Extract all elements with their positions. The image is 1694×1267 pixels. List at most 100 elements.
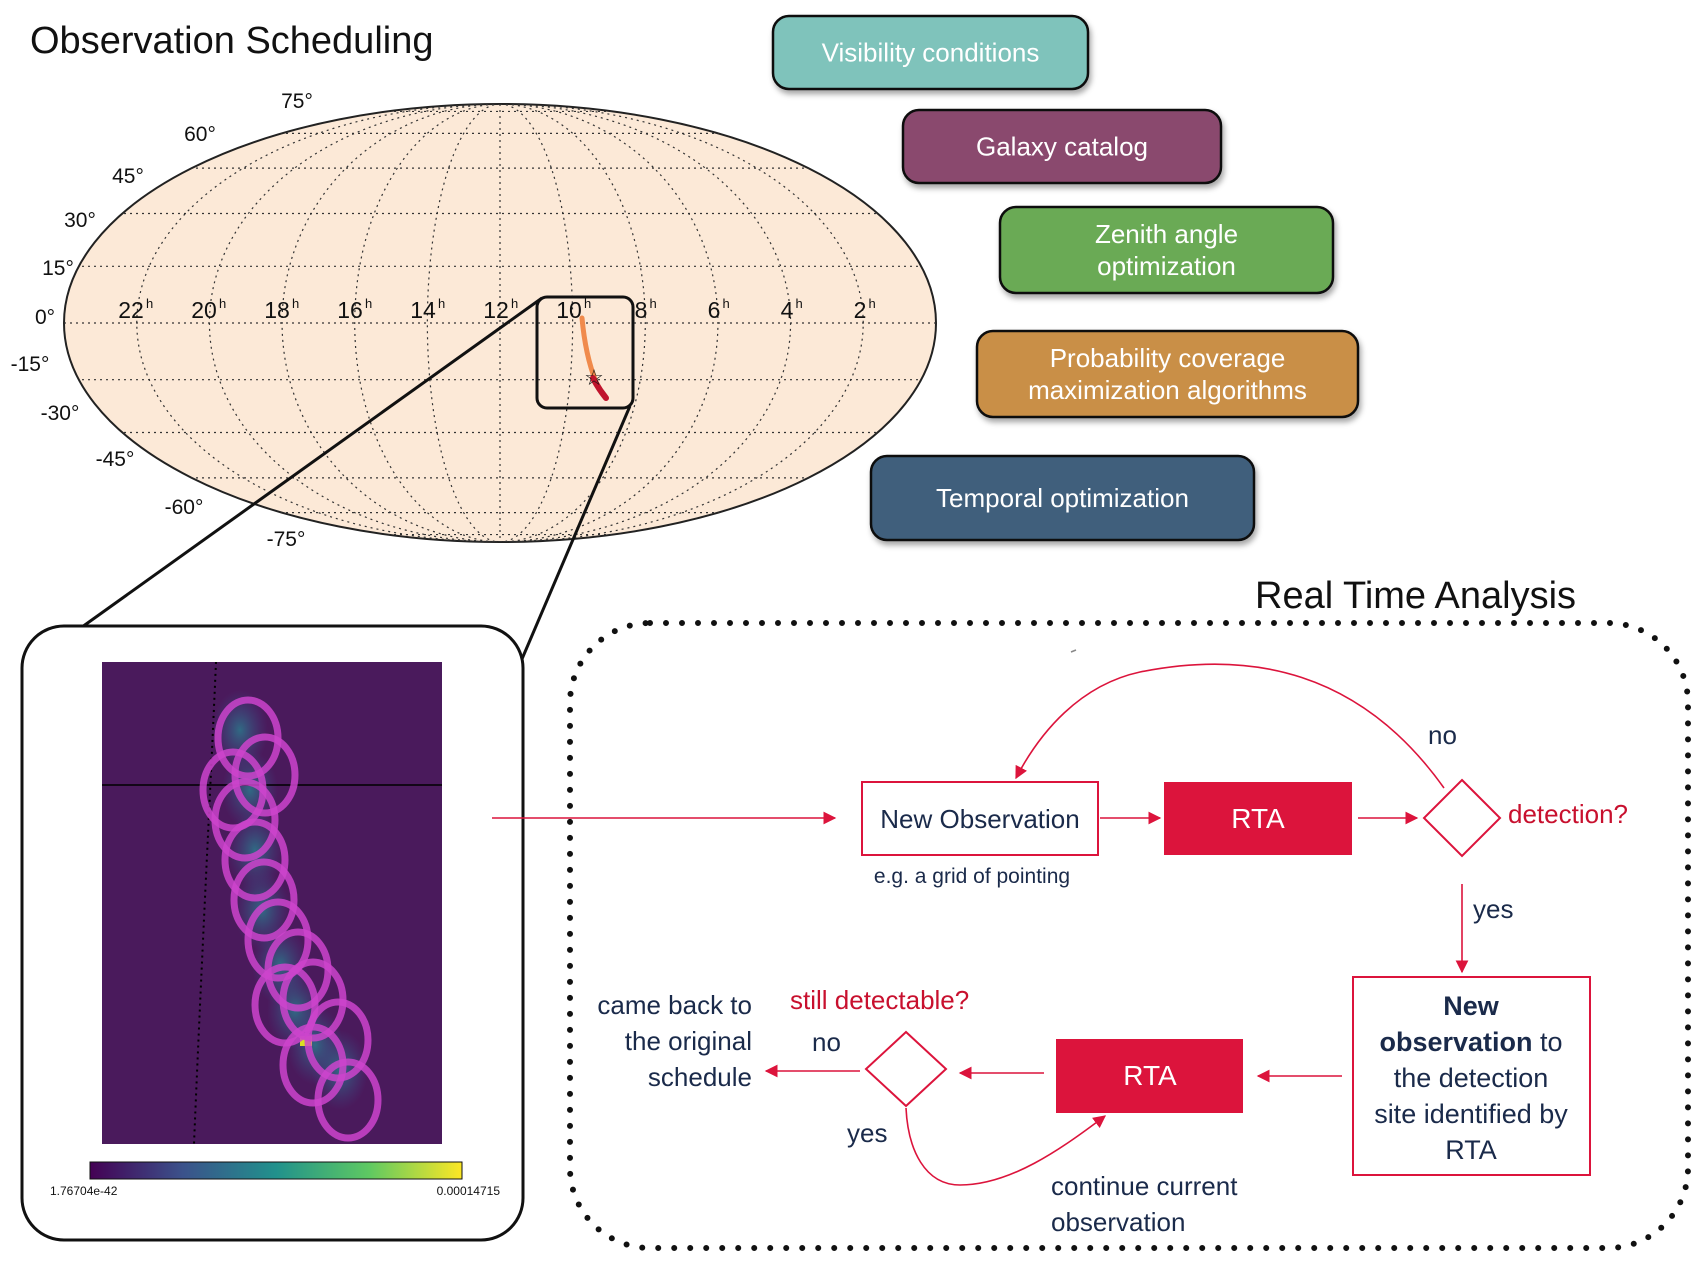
ra-label-unit: h [219,296,226,311]
detail-line: observation to [1379,1027,1562,1057]
probability-peak [590,375,609,401]
continue-line: observation [1051,1207,1185,1237]
factor-pill-label: Visibility conditions [822,38,1040,68]
zoom-panel: 1.76704e-42 0.00014715 [20,624,525,1242]
ra-label-unit: h [511,296,518,311]
detail-line: the detection [1394,1063,1549,1093]
factor-pill-label: Temporal optimization [936,483,1189,513]
came-back-line: came back to [597,990,752,1020]
rta-box-1 [1164,782,1352,855]
yes-continue-arrow [905,1107,1107,1186]
factor-pill-shape [975,329,1360,419]
ra-label-value: 12 [483,297,509,323]
scheduling-title: Observation Scheduling [30,20,433,62]
pointing-circle [211,778,279,862]
factor-pill-label: Probability coverage [1050,343,1286,373]
no-loop-arrow [1015,663,1445,789]
colorbar-max-label: 0.00014715 [437,1184,501,1198]
meridian-gridline [499,104,646,542]
ra-label-value: 20 [191,297,217,323]
factor-pill-label: Galaxy catalog [976,132,1148,162]
new-observation-label: New Observation [880,804,1079,834]
latitude-label: 0° [35,306,55,329]
colorbar [89,1161,463,1180]
ra-label-value: 16 [337,297,363,323]
ra-label-value: 6 [708,297,721,323]
still-detectable-question: still detectable? [790,985,969,1015]
pointing-circle [230,858,298,942]
rta-title: Real Time Analysis [1255,575,1576,617]
detail-line: site identified by [1374,1099,1568,1129]
latitude-label: 15° [42,257,74,280]
ra-label-unit: h [584,296,591,311]
detection-decision-diamond [1422,778,1502,858]
ra-label-value: 18 [264,297,290,323]
ra-label-unit: h [869,296,876,311]
ra-label-unit: h [365,296,372,311]
yes-bottom-label: yes [847,1118,887,1148]
ra-label-unit: h [723,296,730,311]
factor-pill-shape [901,108,1223,185]
rta-box-2-label: RTA [1123,1060,1177,1091]
zoom-connector-left [81,296,543,629]
pointing-circle [221,818,289,902]
ra-label-value: 4 [781,297,794,323]
ra-label-value: 8 [635,297,648,323]
factor-pill-label: optimization [1097,251,1236,281]
ra-label-unit: h [796,296,803,311]
no-left-label: no [812,1027,841,1057]
latitude-labels: 75°60°45°30°15°0°-15°-30°-45°-60°-75° [11,90,313,551]
pointing-circle [231,733,299,817]
latitude-label: -30° [41,402,80,425]
stray-mark [1070,649,1077,653]
rta-flow: New Observation e.g. a grid of pointing … [492,663,1628,1237]
continue-line: continue current [1051,1171,1238,1201]
yes-down-label: yes [1473,894,1513,924]
ra-label-unit: h [146,296,153,311]
latitude-label: 45° [112,165,144,188]
meridian-gridline [499,104,792,542]
factor-pill-label: maximization algorithms [1028,375,1307,405]
latitude-label: -75° [267,528,306,551]
still-detectable-diamond [864,1030,948,1108]
latitude-label: 30° [64,209,96,232]
ra-label-value: 10 [556,297,582,323]
latitude-label: 75° [281,90,313,113]
new-observation-detail-box [1352,976,1591,1176]
no-top-label: no [1428,720,1457,750]
source-star-icon: ☆ [584,365,604,390]
latitude-label: -15° [11,353,50,376]
grid-note: e.g. a grid of pointing [874,865,1070,888]
pointing-circle [244,898,312,982]
colorbar-min-label: 1.76704e-42 [50,1184,118,1198]
ra-label-unit: h [292,296,299,311]
factor-pill-shape [998,205,1335,295]
meridian-gridline [208,104,501,542]
detection-question: detection? [1508,799,1628,829]
latitude-label: -45° [96,448,135,471]
factor-pill-shape [771,14,1090,91]
continue-text: continue current observation [1051,1171,1238,1237]
rta-box-1-label: RTA [1231,803,1285,834]
ra-label-unit: h [438,296,445,311]
pointing-circle [314,1058,382,1142]
new-observation-box [861,781,1099,856]
zoom-region-box [535,295,635,410]
